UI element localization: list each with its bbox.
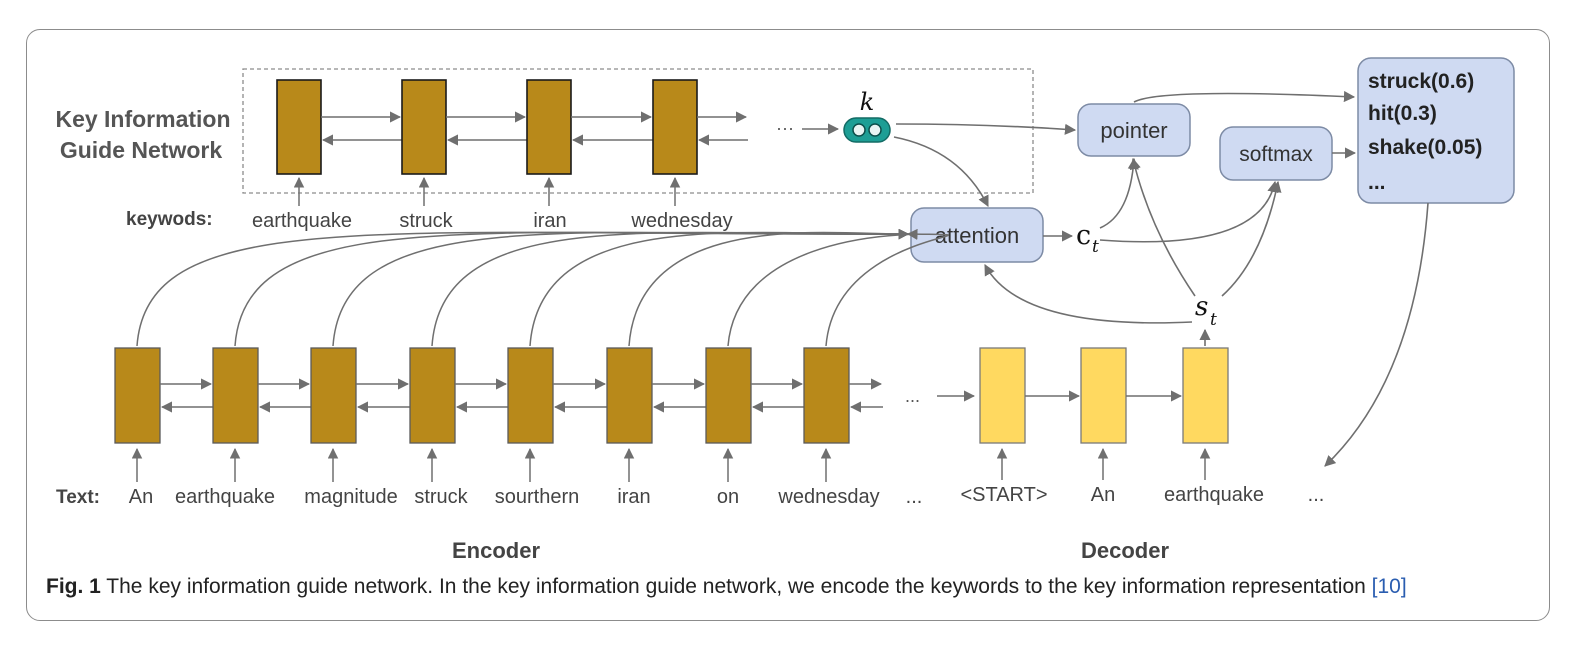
kign-label-line2: Guide Network: [60, 137, 223, 163]
softmax-label: softmax: [1239, 143, 1313, 166]
encoder-to-attention-arrow: [332, 228, 910, 347]
keyword-word: wednesday: [630, 210, 732, 232]
decoder: <START> An earthquake...: [960, 347, 1325, 506]
encoder-ellipsis: ...: [905, 386, 920, 406]
keyword-encoder: earthquake struck iran wednesday: [252, 79, 748, 232]
state-to-pointer-arrow: [1129, 157, 1196, 297]
encoder-cell: [409, 347, 456, 444]
encoder-cell: [114, 347, 161, 444]
context-to-pointer-arrow: [1099, 157, 1139, 229]
output-distribution-box: struck(0.6) hit(0.3) shake(0.05) ...: [1357, 57, 1515, 204]
kign-label-line1: Key Information: [55, 106, 230, 132]
context-vector-subscript: t: [1092, 237, 1099, 257]
decoder-word: ...: [1308, 484, 1325, 506]
encoder-title: Encoder: [452, 538, 540, 563]
pointer-module: pointer: [1077, 103, 1191, 157]
encoder-to-attention-arrow: [431, 228, 910, 347]
decoder-cell: [1182, 347, 1229, 444]
decoder-title: Decoder: [1081, 538, 1169, 563]
key-to-pointer-arrow: [895, 123, 1077, 135]
citation-close: ]: [1400, 575, 1407, 598]
encoder-word: sourthern: [495, 486, 580, 508]
decoder-state-symbol: s: [1195, 292, 1208, 322]
encoder-to-attention-arrow: [529, 228, 910, 347]
encoder-word: iran: [617, 486, 650, 508]
citation-link[interactable]: 10: [1377, 575, 1401, 598]
softmax-module: softmax: [1219, 126, 1333, 181]
encoder-word: on: [717, 486, 739, 508]
keyword-word: earthquake: [252, 210, 352, 232]
output-feedback-arrow: [1324, 202, 1429, 467]
text-label: Text:: [56, 487, 100, 508]
encoder-cell: [212, 347, 259, 444]
encoder-word: magnitude: [304, 486, 397, 508]
encoder-to-attention-connections: [136, 228, 949, 347]
decoder-word: earthquake: [1164, 484, 1264, 506]
state-to-softmax-arrow: [1221, 180, 1282, 297]
figure-label: Fig. 1: [46, 575, 101, 598]
encoder-cell: [705, 347, 752, 444]
encoder-cell: [803, 347, 850, 444]
encoder-word: earthquake: [175, 486, 275, 508]
keywords-label: keywods:: [126, 209, 213, 230]
decoder-cell: [1080, 347, 1127, 444]
pointer-label: pointer: [1100, 118, 1167, 143]
encoder-word: ...: [906, 486, 923, 508]
encoder-to-attention-arrow: [628, 229, 910, 347]
context-vector-symbol: c: [1076, 220, 1091, 251]
keyword-encoder-cell: [401, 79, 447, 175]
model-connections: [893, 90, 1429, 467]
encoder-cell: [310, 347, 357, 444]
citation-open: [: [1371, 575, 1378, 598]
text-encoder: An earthquake magnitude struck sourthern iran…: [114, 347, 923, 508]
key-symbol: k: [860, 88, 875, 116]
output-item: struck(0.6): [1368, 70, 1474, 93]
decoder-word: An: [1091, 484, 1115, 506]
decoder-state-subscript: t: [1210, 310, 1217, 330]
keyword-encoder-cell: [276, 79, 322, 175]
encoder-word: An: [129, 486, 153, 508]
context-to-softmax-arrow: [1099, 180, 1279, 243]
encoder-to-attention-arrow: [727, 229, 918, 347]
encoder-word: wednesday: [777, 486, 879, 508]
encoder-cell: [507, 347, 554, 444]
output-item: shake(0.05): [1368, 136, 1482, 159]
kign-dashed-box: [242, 68, 1034, 194]
caption-text: The key information guide network. In th…: [100, 575, 1372, 598]
encoder-to-attention-arrow: [825, 228, 949, 347]
decoder-word: <START>: [960, 484, 1047, 506]
encoder-to-attention-arrow: [136, 228, 910, 347]
state-to-attention-arrow: [984, 264, 1193, 324]
output-item: hit(0.3): [1368, 102, 1437, 125]
figure-caption: Fig. 1 The key information guide network…: [46, 575, 1546, 599]
encoder-cell: [606, 347, 653, 444]
keyword-ellipsis: ···: [776, 118, 794, 138]
keyword-encoder-cell: [652, 79, 698, 175]
key-information-icon: [843, 117, 891, 143]
keyword-word: struck: [399, 210, 453, 232]
encoder-word: struck: [414, 486, 468, 508]
output-item: ...: [1368, 171, 1386, 194]
keyword-encoder-cell: [526, 79, 572, 175]
pointer-to-output-arrow: [1133, 90, 1356, 103]
decoder-cell: [979, 347, 1026, 444]
key-to-attention-arrow: [893, 136, 989, 208]
keyword-word: iran: [533, 210, 566, 232]
figure-frame: [26, 29, 1550, 621]
